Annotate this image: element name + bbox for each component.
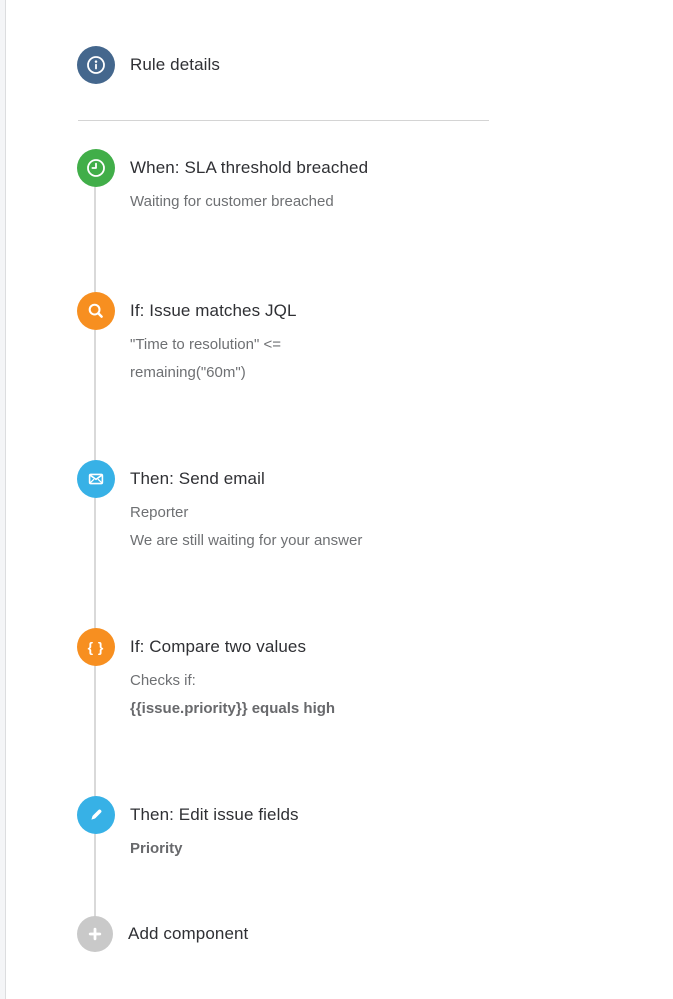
rule-details-row[interactable]: Rule details — [77, 46, 643, 84]
action-edit-fields-title: Then: Edit issue fields — [130, 805, 299, 824]
add-component-label: Add component — [128, 924, 249, 943]
condition-jql-row[interactable]: If: Issue matches JQL "Time to resolutio… — [77, 292, 643, 387]
email-subject: We are still waiting for your answer — [130, 532, 363, 549]
rule-chain-connector-line — [94, 168, 96, 934]
condition-compare-title: If: Compare two values — [130, 637, 307, 656]
condition-jql-query-line1: "Time to resolution" <= — [130, 336, 281, 353]
braces-icon: { } — [77, 628, 115, 666]
action-send-email-row[interactable]: Then: Send email Reporter We are still w… — [77, 460, 643, 555]
email-icon — [77, 460, 115, 498]
trigger-sla-threshold-row[interactable]: When: SLA threshold breached Waiting for… — [77, 149, 643, 216]
info-icon — [77, 46, 115, 84]
pencil-icon — [77, 796, 115, 834]
condition-jql-query-line2: remaining("60m") — [130, 364, 246, 381]
clock-icon — [77, 149, 115, 187]
condition-compare-expression: {{issue.priority}} equals high — [130, 700, 336, 717]
trigger-description: Waiting for customer breached — [130, 193, 334, 210]
action-edit-fields-row[interactable]: Then: Edit issue fields Priority — [77, 796, 643, 863]
plus-icon — [77, 916, 113, 952]
rule-details-title: Rule details — [130, 55, 221, 74]
trigger-title: When: SLA threshold breached — [130, 158, 369, 177]
condition-compare-label: Checks if: — [130, 672, 196, 689]
panel-left-edge — [0, 0, 6, 999]
add-component-button[interactable]: Add component — [77, 916, 643, 952]
action-send-email-title: Then: Send email — [130, 469, 265, 488]
condition-jql-title: If: Issue matches JQL — [130, 301, 297, 320]
condition-compare-row[interactable]: { } If: Compare two values Checks if: {{… — [77, 628, 643, 723]
email-recipient: Reporter — [130, 504, 189, 521]
search-icon — [77, 292, 115, 330]
header-divider — [78, 120, 489, 121]
edited-field-name: Priority — [130, 840, 183, 857]
